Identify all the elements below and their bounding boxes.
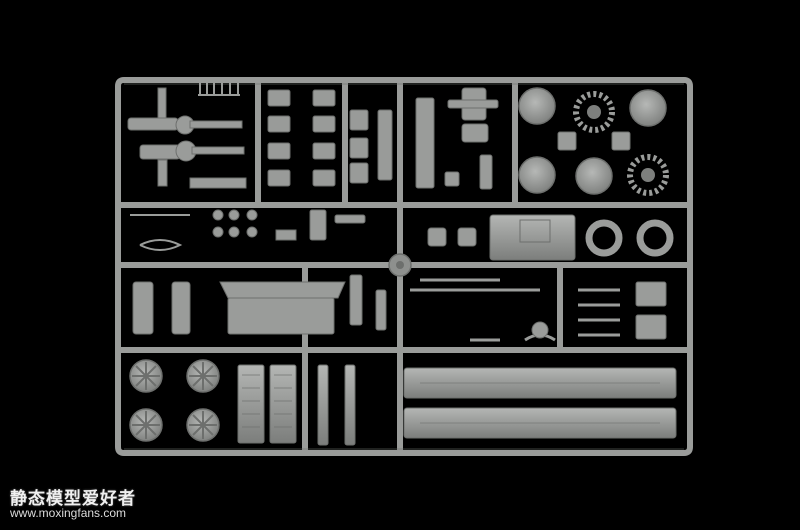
hull-side-parts — [132, 274, 387, 335]
track-link-parts — [237, 364, 356, 446]
idler-wheel-parts — [585, 219, 674, 257]
watermark-brand: 静态模型爱好者 — [10, 489, 136, 509]
fender-parts — [403, 367, 677, 439]
sprue-gate-hub — [388, 253, 412, 277]
road-wheel-parts — [129, 359, 220, 442]
small-bracket-parts — [267, 89, 393, 187]
drive-sprocket-parts — [518, 87, 669, 196]
watermark-url: www.moxingfans.com — [10, 506, 127, 520]
engine-deck-part — [489, 214, 576, 261]
suspension-parts — [410, 278, 620, 342]
gun-mount-parts — [127, 80, 247, 189]
small-fittings — [212, 209, 477, 247]
hull-detail-parts — [415, 87, 499, 190]
